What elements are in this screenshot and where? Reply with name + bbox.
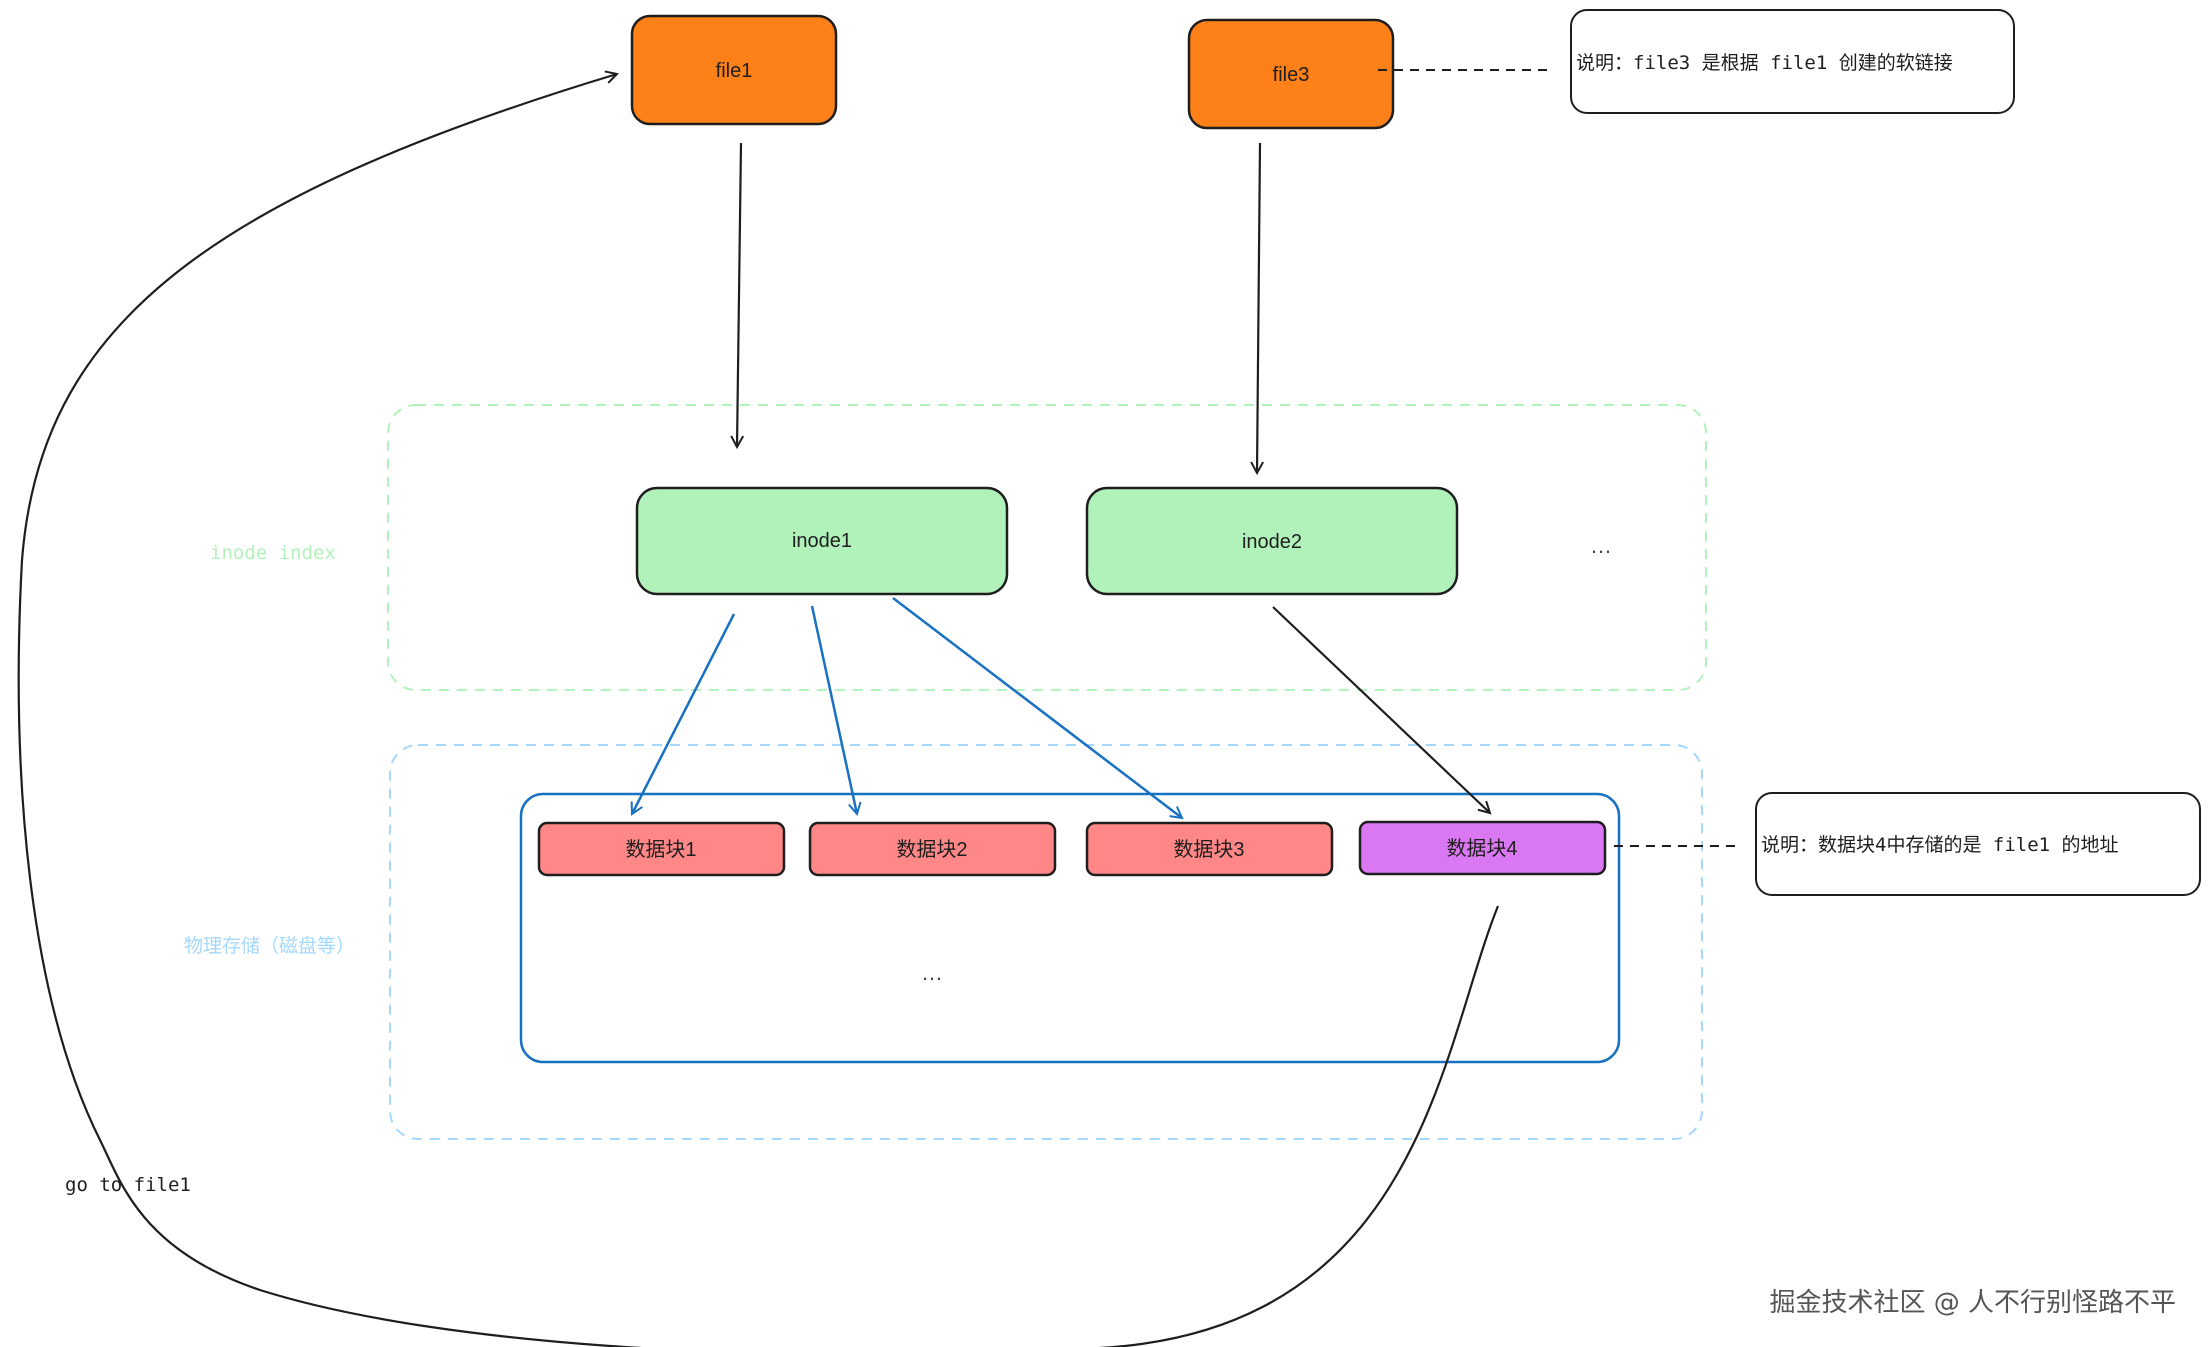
file3-box[interactable]: file3 xyxy=(1187,18,1395,130)
inode-region xyxy=(387,404,1707,691)
go-to-file1-label: go to file1 xyxy=(65,1174,191,1196)
data-block-1-label: 数据块1 xyxy=(625,838,696,861)
watermark: 掘金技术社区 @ 人不行别怪路不平 xyxy=(1769,1288,2176,1318)
file3-note-box: 说明：file3 是根据 file1 创建的软链接 xyxy=(1570,9,2015,114)
data-block-2[interactable]: 数据块2 xyxy=(808,821,1057,877)
data-block-4[interactable]: 数据块4 xyxy=(1358,820,1607,876)
block4-note-text: 说明：数据块4中存储的是 file1 的地址 xyxy=(1761,834,2119,856)
inode2-label: inode2 xyxy=(1242,531,1302,553)
inode2-box[interactable]: inode2 xyxy=(1085,486,1459,596)
arrow-inode1-to-block2 xyxy=(810,605,857,814)
file3-label: file3 xyxy=(1273,64,1310,86)
data-block-2-label: 数据块2 xyxy=(896,838,967,861)
arrow-inode1-to-block3 xyxy=(892,597,1182,818)
arrow-file1-to-inode1 xyxy=(737,142,741,447)
inode-region-label: inode index xyxy=(210,542,336,564)
inode-more-ellipsis: … xyxy=(1590,533,1612,558)
file3-note-text: 说明：file3 是根据 file1 创建的软链接 xyxy=(1576,52,1953,74)
data-block-3[interactable]: 数据块3 xyxy=(1085,821,1334,877)
arrow-block4-to-file1 xyxy=(17,74,1500,1347)
data-block-1[interactable]: 数据块1 xyxy=(537,821,786,877)
blocks-container xyxy=(519,792,1621,1064)
file1-label: file1 xyxy=(716,60,753,82)
storage-region-label: 物理存储（磁盘等） xyxy=(184,935,355,957)
inode1-box[interactable]: inode1 xyxy=(635,486,1009,596)
arrow-file3-to-inode2 xyxy=(1257,142,1260,473)
data-block-3-label: 数据块3 xyxy=(1173,838,1244,861)
blocks-more-ellipsis: … xyxy=(921,960,943,985)
inode1-label: inode1 xyxy=(792,530,852,552)
arrow-inode1-to-block1 xyxy=(632,613,736,814)
block4-note-box: 说明：数据块4中存储的是 file1 的地址 xyxy=(1755,792,2201,896)
arrow-inode2-to-block4 xyxy=(1272,606,1490,813)
file1-box[interactable]: file1 xyxy=(630,14,838,126)
data-block-4-label: 数据块4 xyxy=(1446,837,1517,860)
storage-region xyxy=(389,744,1703,1140)
